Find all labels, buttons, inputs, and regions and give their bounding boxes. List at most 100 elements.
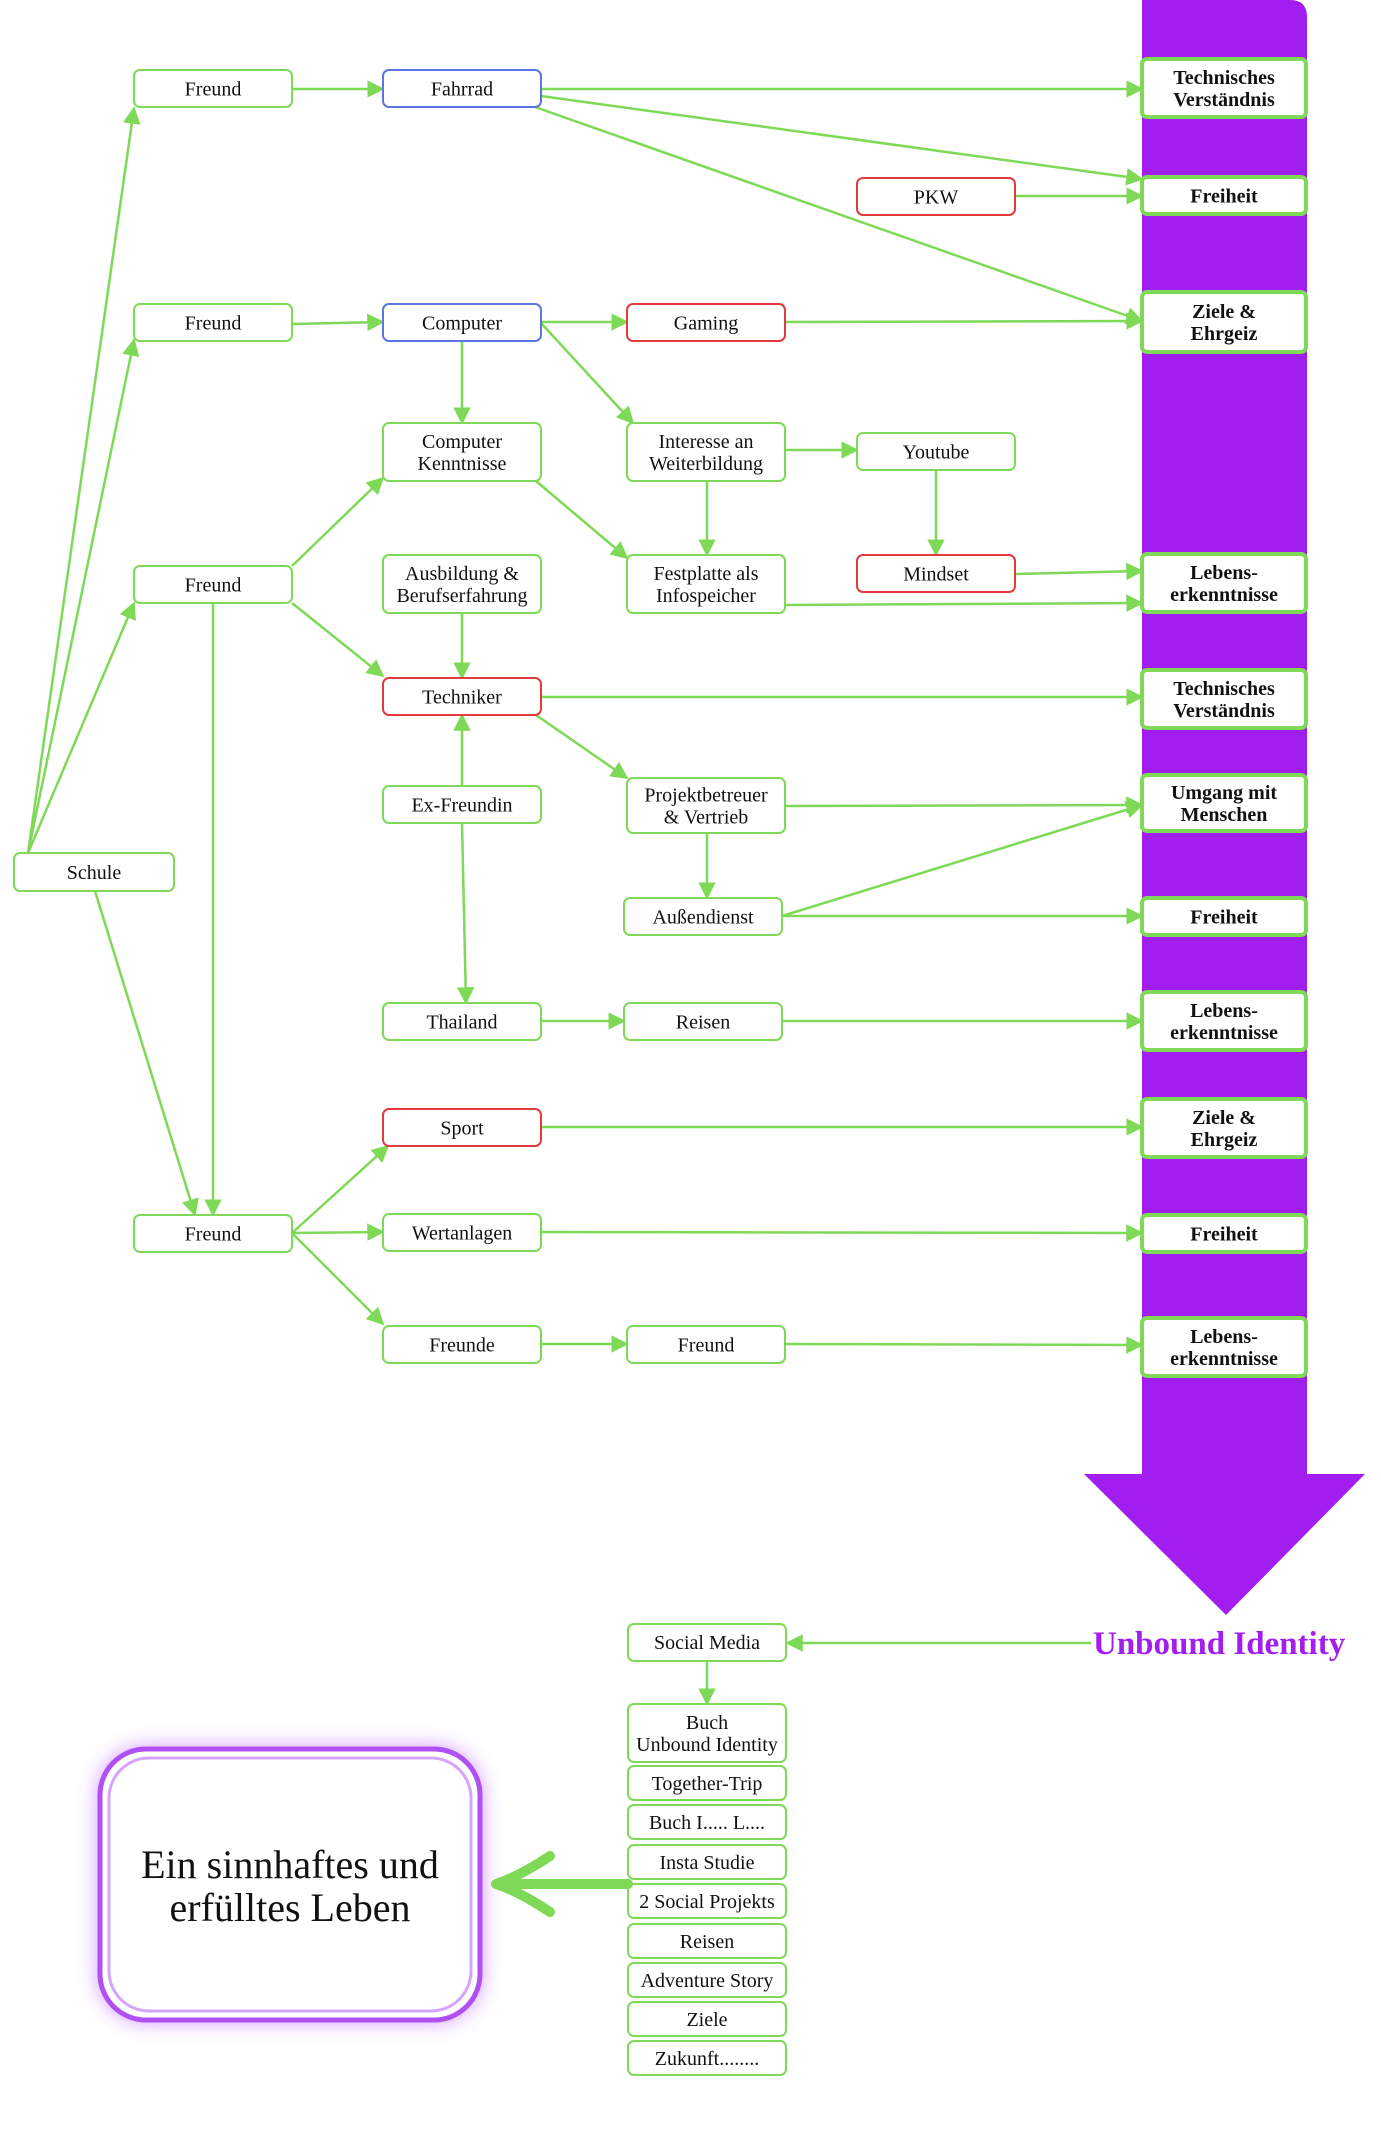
node-label: Reisen [680,1931,734,1953]
target-t8: Lebens-erkenntnisse [1140,990,1308,1052]
connector-arrow [291,1223,385,1241]
connector-arrow [535,480,629,560]
goal-line-2: erfülltes Leben [170,1885,411,1930]
node-label: Ehrgeiz [1191,1129,1258,1151]
list-item: Ziele [627,2001,787,2037]
connector-arrow [784,312,1144,330]
node-label: Freund [185,313,242,335]
goal-arrow [491,1851,633,1917]
node-label: erkenntnisse [1170,1022,1278,1044]
node-label: Menschen [1181,804,1268,826]
node-label: Wertanlagen [412,1223,513,1245]
node-label: erkenntnisse [1170,1348,1278,1370]
node-label: Buch I..... L.... [649,1812,765,1834]
node-label: Fahrrad [431,79,493,101]
node-label: Verständnis [1173,700,1275,722]
social-media-node: Social Media [627,1623,787,1662]
list-item: Buch I..... L.... [627,1804,787,1840]
node-wertanlagen: Wertanlagen [382,1213,542,1252]
target-t3: Ziele &Ehrgeiz [1140,290,1308,354]
connector-arrow [540,1224,1144,1242]
list-item: Adventure Story [627,1962,787,1998]
node-label: Reisen [676,1012,730,1034]
node-label: Techniker [422,687,502,709]
connector-arrow [26,106,141,854]
node-label: Unbound Identity [636,1734,778,1756]
node-schule: Schule [13,852,175,892]
node-aussendienst: Außendienst [623,897,783,936]
node-label: Computer [422,313,502,335]
node-label: Social Media [654,1632,760,1654]
node-label: Interesse an [659,431,754,453]
connector-arrow [540,94,1144,186]
node-label: Ex-Freundin [411,795,512,817]
connection-lines [26,80,1144,1706]
node-label: Adventure Story [641,1970,774,1992]
node-freund2: Freund [133,303,293,342]
connector-arrow [26,601,136,854]
node-label: Together-Trip [652,1773,763,1795]
node-gaming: Gaming [626,303,786,342]
node-label: Gaming [674,313,738,335]
node-techniker: Techniker [382,677,542,716]
connector-arrow [291,1144,390,1234]
node-label: Freund [678,1335,735,1357]
node-projektbetreuer: Projektbetreuer& Vertrieb [626,777,786,834]
node-label: Freiheit [1190,186,1258,208]
node-label: Freiheit [1190,907,1258,929]
connector-arrow [291,313,385,332]
node-label: Ehrgeiz [1191,323,1258,345]
node-freund3: Freund [133,565,293,604]
node-label: Freund [185,79,242,101]
node-label: Lebens- [1190,1000,1258,1022]
connector-arrow [534,105,1144,325]
connector-arrow [93,890,199,1217]
node-label: Mindset [903,564,969,586]
node-freund4: Freund [133,1214,293,1253]
node-label: Ziele & [1192,301,1256,323]
node-label: Freund [185,1224,242,1246]
list-item: 2 Social Projekts [627,1883,787,1919]
node-label: Freunde [429,1335,495,1357]
node-label: PKW [914,187,959,209]
node-label: erkenntnisse [1170,584,1278,606]
node-label: Ziele & [1192,1107,1256,1129]
node-sport: Sport [382,1108,542,1147]
list-item: Zukunft........ [627,2040,787,2076]
node-label: Sport [440,1118,484,1140]
connector-arrow [26,338,140,854]
node-ausbildung: Ausbildung &Berufserfahrung [382,554,542,614]
node-freund5: Freund [626,1325,786,1364]
node-label: Kenntnisse [418,453,507,475]
node-label: Festplatte als [654,563,759,585]
node-label: Verständnis [1173,89,1275,111]
connector-arrow [456,822,475,1005]
node-label: Freiheit [1190,1224,1258,1246]
target-t7: Freiheit [1140,896,1308,937]
node-reisen: Reisen [623,1002,783,1041]
node-label: Lebens- [1190,562,1258,584]
node-label: Zukunft........ [655,2048,759,2070]
connector-arrow [784,1336,1144,1354]
node-computer: Computer [382,303,542,342]
node-label: Youtube [903,442,970,464]
list-item: Together-Trip [627,1765,787,1801]
node-label: Buch [686,1712,728,1734]
node-label: Thailand [426,1012,497,1034]
connector-arrow [784,594,1144,612]
target-t9: Ziele &Ehrgeiz [1140,1097,1308,1159]
list-item: Insta Studie [627,1844,787,1880]
node-label: Ziele [686,2009,727,2031]
node-label: Technisches [1173,678,1275,700]
target-t11: Lebens-erkenntnisse [1140,1316,1308,1378]
node-label: Berufserfahrung [396,585,527,607]
connector-arrow [781,801,1144,918]
